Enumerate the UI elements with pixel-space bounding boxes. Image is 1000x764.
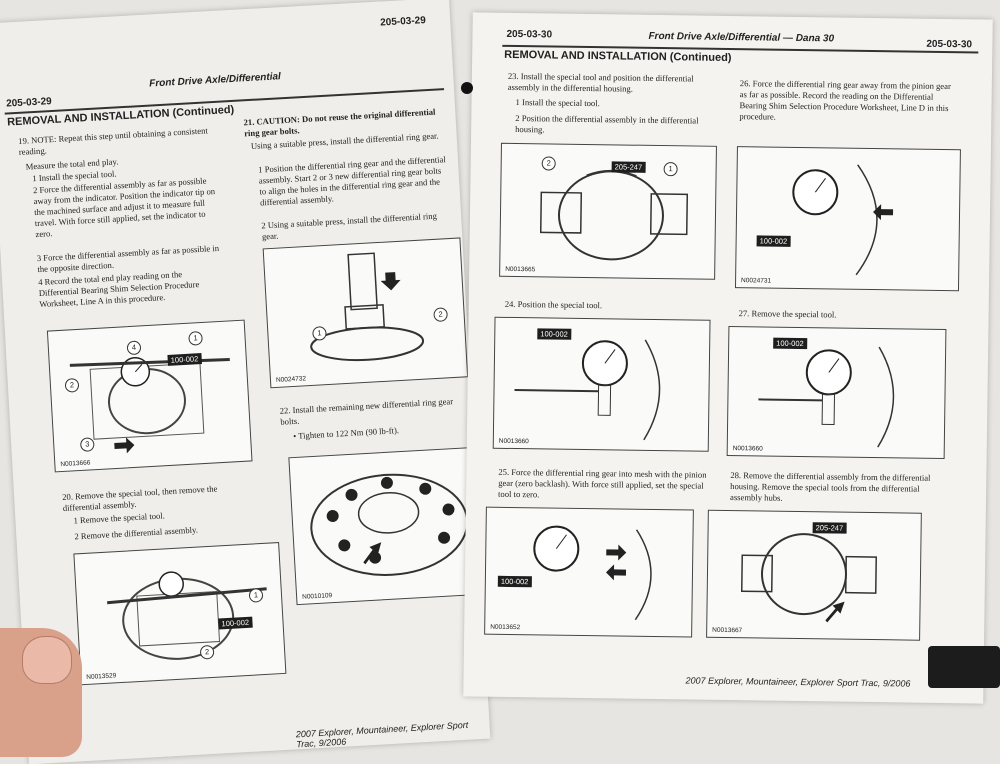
step-21-item-1: 1 Position the differential ring gear an…	[257, 154, 446, 208]
figure-remove-differential: 100-002 1 2 N0013529	[73, 542, 287, 686]
dial-indicator-illustration	[514, 339, 661, 441]
figure-remove-special-tool: 100-002 N0013660	[726, 326, 947, 460]
right-page-footer: 2007 Explorer, Mountaineer, Explorer Spo…	[685, 675, 911, 689]
left-running-title: Front Drive Axle/Differential	[148, 71, 282, 90]
left-page-number-top: 205-03-29	[379, 15, 427, 29]
step-25-title: 25. Force the differential ring gear int…	[498, 466, 707, 500]
step-19-item-2: 2 Force the differential assembly as far…	[32, 175, 216, 240]
step-28-title: 28. Remove the differential assembly fro…	[729, 470, 931, 503]
figure-install-special-tool: 205-247 1 2 N0013665	[499, 142, 717, 280]
right-running-title: Front Drive Axle/Differential — Dana 30	[648, 30, 835, 45]
thumbnail	[22, 636, 72, 684]
figure-end-play-indicator: 100-002 1 2 3 4 N0013666	[46, 319, 253, 473]
differential-indicator-illustration	[69, 357, 230, 454]
tool-number-tag: 205-247	[611, 161, 646, 173]
step-23-title: 23. Install the special tool and positio…	[507, 70, 694, 94]
tool-number-tag: 205-247	[812, 522, 847, 534]
differential-housing-illustration	[539, 169, 689, 261]
tool-number-tag: 100-002	[537, 328, 571, 340]
figure-id: N0013660	[732, 445, 763, 453]
zero-backlash-illustration	[533, 525, 652, 621]
ring-gear-bolts-illustration	[310, 473, 469, 576]
figure-id: N0024731	[741, 277, 772, 285]
differential-assembly-illustration	[740, 533, 877, 623]
right-page: 205-03-30 Front Drive Axle/Differential …	[463, 12, 993, 704]
tool-number-tag: 100-002	[497, 575, 532, 588]
right-page-number-right: 205-03-30	[926, 38, 973, 51]
step-24-title: 24. Position the special tool.	[504, 298, 603, 311]
figure-zero-backlash: 100-002 N0013652	[484, 506, 694, 638]
tool-number-tag: 100-002	[218, 616, 253, 630]
figure-ring-gear-away: 100-002 N0024731	[734, 146, 961, 292]
right-section-title: REMOVAL AND INSTALLATION (Continued)	[504, 48, 732, 65]
binding-hole	[461, 82, 473, 94]
figure-id: N0013660	[498, 437, 529, 446]
step-21-item-2: 2 Using a suitable press, install the di…	[261, 210, 438, 242]
figure-position-special-tool: 100-002 N0013660	[492, 316, 711, 452]
dial-indicator-illustration	[758, 346, 895, 448]
figure-id: N0013665	[505, 265, 536, 274]
binder-clip	[928, 646, 1000, 688]
press-ring-gear-illustration	[310, 252, 425, 362]
tool-number-tag: 100-002	[773, 337, 807, 350]
torque-spec: Tighten to 122 Nm (90 lb-ft).	[297, 425, 400, 441]
figure-ring-gear-bolts: N0010109	[288, 446, 485, 606]
left-page: 205-03-29 Front Drive Axle/Differential …	[0, 0, 491, 764]
tool-number-tag: 100-002	[756, 235, 791, 247]
right-page-number-left: 205-03-30	[506, 28, 553, 41]
figure-press-ring-gear: 1 2 N0024732	[262, 237, 469, 389]
callout-2: 2	[541, 156, 556, 171]
step-23-item-1: 1 Install the special tool.	[515, 97, 600, 109]
figure-remove-differential-assembly: 205-247 N0013667	[706, 509, 922, 641]
figure-id: N0013667	[712, 626, 743, 635]
tool-number-tag: 100-002	[167, 353, 202, 366]
step-27-title: 27. Remove the special tool.	[738, 308, 837, 320]
left-page-number: 205-03-29	[5, 96, 53, 110]
differential-removal-illustration	[107, 571, 267, 660]
left-page-footer: 2007 Explorer, Mountaineer, Explorer Spo…	[295, 719, 469, 750]
ring-gear-away-illustration	[792, 164, 894, 276]
step-23-item-2: 2 Position the differential assembly in …	[515, 113, 699, 135]
step-26-title: 26. Force the differential ring gear awa…	[739, 78, 951, 122]
figure-id: N0013652	[490, 623, 521, 632]
